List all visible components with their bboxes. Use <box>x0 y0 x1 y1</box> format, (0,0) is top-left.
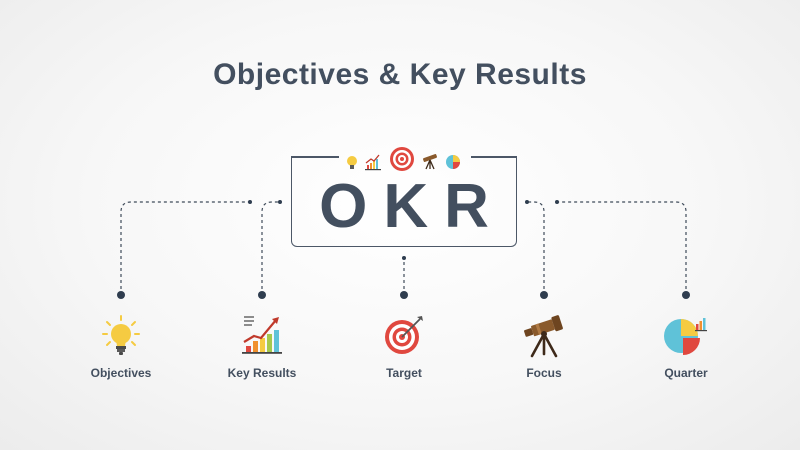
mini-lightbulb-icon <box>347 156 357 169</box>
end-dot-objectives <box>248 200 252 204</box>
label-objectives: Objectives <box>90 366 152 380</box>
mini-target-icon <box>390 147 414 171</box>
node-dot-objectives <box>117 291 125 299</box>
node-dot-focus <box>540 291 548 299</box>
end-dot-target <box>402 256 406 260</box>
label-key-results: Key Results <box>227 366 297 380</box>
okr-mini-icons <box>340 144 470 174</box>
connector-objectives <box>120 201 250 295</box>
end-dot-key-results <box>278 200 282 204</box>
connector-key-results <box>261 201 280 295</box>
end-dot-quarter <box>555 200 559 204</box>
mini-pie-chart-icon <box>446 155 460 169</box>
end-dot-focus <box>525 200 529 204</box>
pie-chart-icon <box>664 318 707 355</box>
label-quarter: Quarter <box>664 366 708 380</box>
node-dot-key-results <box>258 291 266 299</box>
connector-quarter <box>557 201 687 295</box>
mini-growth-chart-icon <box>365 154 381 171</box>
label-focus: Focus <box>526 366 562 380</box>
mini-telescope-icon <box>423 154 437 170</box>
page-title: Objectives & Key Results <box>213 58 587 91</box>
growth-chart-icon <box>242 316 282 354</box>
connector-focus <box>527 201 545 295</box>
telescope-icon <box>524 315 563 358</box>
label-target: Target <box>386 366 422 380</box>
lightbulb-icon <box>102 315 140 355</box>
target-icon <box>385 316 423 354</box>
node-dot-quarter <box>682 291 690 299</box>
okr-box: OKR <box>291 156 517 247</box>
node-dot-target <box>400 291 408 299</box>
okr-label: OKR <box>319 172 505 241</box>
